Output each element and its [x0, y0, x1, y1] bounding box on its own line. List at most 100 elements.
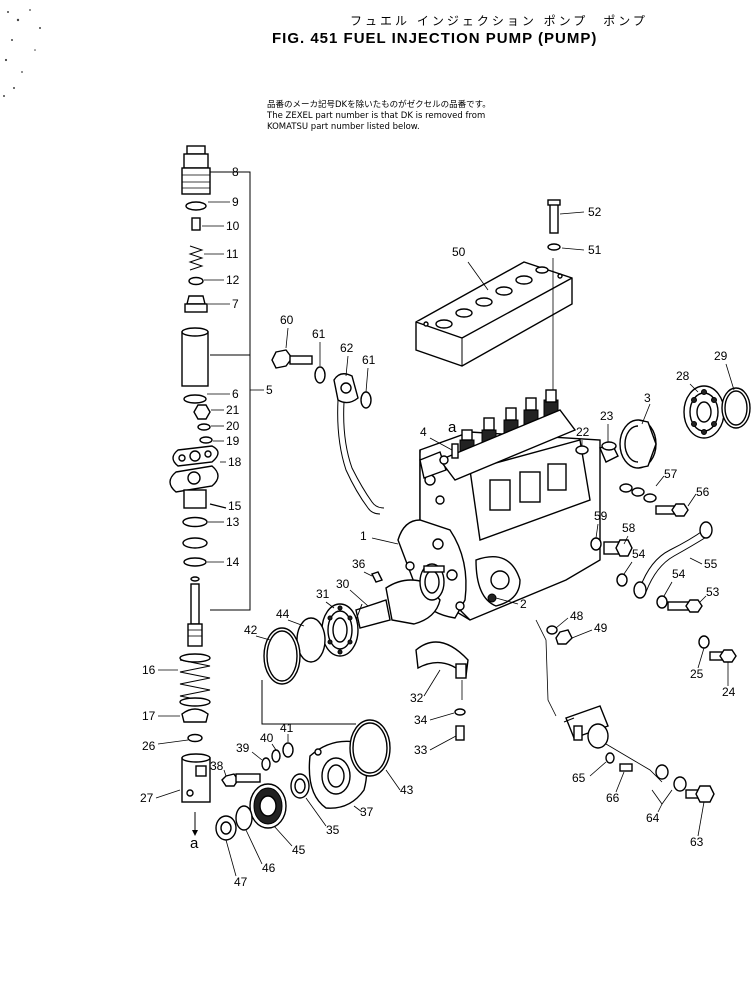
label-32: 32 [410, 691, 424, 705]
element-holders [438, 389, 577, 481]
label-53: 53 [706, 585, 720, 599]
label-37: 37 [360, 805, 374, 819]
note-line-1: The ZEXEL part number is that DK is remo… [267, 111, 486, 121]
washer-57b [631, 487, 645, 497]
label-39: 39 [236, 741, 250, 755]
label-36: 36 [352, 557, 366, 571]
callout-labels: 8 9 10 11 12 7 6 5 21 20 19 18 15 13 [140, 165, 736, 889]
label-13: 13 [226, 515, 240, 529]
washer-39 [261, 757, 271, 771]
ref-a-bottom: a [190, 835, 199, 852]
top-cover [415, 261, 573, 367]
washer-57c [643, 493, 657, 503]
figure-title: FIG. 451 FUEL INJECTION PUMP (PUMP) [272, 30, 598, 47]
label-33: 33 [414, 743, 428, 757]
label-54b: 54 [672, 567, 686, 581]
label-17: 17 [142, 709, 156, 723]
support-bracket [415, 641, 469, 679]
gear-washer [235, 805, 253, 831]
label-63: 63 [690, 835, 704, 849]
gasket-22 [575, 445, 589, 455]
label-18: 18 [228, 455, 242, 469]
label-57: 57 [664, 467, 678, 481]
label-23: 23 [600, 409, 614, 423]
ball-bearing [683, 385, 725, 439]
label-8: 8 [232, 165, 239, 179]
label-5: 5 [266, 383, 273, 397]
label-50: 50 [452, 245, 466, 259]
label-64: 64 [646, 811, 660, 825]
label-28: 28 [676, 369, 690, 383]
label-61b: 61 [362, 353, 376, 367]
label-61a: 61 [312, 327, 326, 341]
cover-bolt [547, 199, 561, 251]
label-6: 6 [232, 387, 239, 401]
label-31: 31 [316, 587, 330, 601]
note-line-2: KOMATSU part number listed below. [267, 122, 420, 132]
gear-nut [215, 815, 237, 841]
label-45: 45 [292, 843, 306, 857]
label-41: 41 [280, 721, 294, 735]
label-55: 55 [704, 557, 718, 571]
delivery-valve-stack [169, 145, 227, 647]
label-46: 46 [262, 861, 276, 875]
figure-title-japanese: フュエル インジェクション ポンプ ポンプ [350, 14, 648, 28]
tappet [181, 753, 211, 803]
shim [187, 733, 203, 743]
label-56: 56 [696, 485, 710, 499]
washer-41 [282, 742, 294, 758]
label-22: 22 [576, 425, 590, 439]
label-60: 60 [280, 313, 294, 327]
note-line-jp: 品番のメーカ記号DKを除いたものがゼクセルの品番です。 [267, 100, 491, 110]
washer-64b [673, 776, 687, 792]
washer-65 [605, 752, 615, 764]
label-7: 7 [232, 297, 239, 311]
label-48: 48 [570, 609, 584, 623]
label-20: 20 [226, 419, 240, 433]
washer-40 [271, 749, 281, 763]
woodruff-key [371, 571, 383, 583]
oil-inlet-fitting [271, 349, 385, 515]
label-62: 62 [340, 341, 354, 355]
cover-bolt-lower [221, 773, 261, 787]
washer-57a [619, 483, 633, 493]
label-11: 11 [226, 247, 239, 261]
governor-bracket [563, 705, 609, 749]
label-26: 26 [142, 739, 156, 753]
label-51: 51 [588, 243, 602, 257]
bolt-56 [655, 503, 689, 517]
scan-noise [3, 9, 41, 97]
nut-49 [555, 629, 573, 645]
plug [599, 441, 619, 463]
washer-25 [698, 635, 710, 649]
oil-pipe [633, 521, 713, 599]
pump-housing [397, 431, 601, 621]
label-3: 3 [644, 391, 651, 405]
washer-54b [656, 595, 668, 609]
label-59: 59 [594, 509, 608, 523]
label-49: 49 [594, 621, 608, 635]
label-9: 9 [232, 195, 239, 209]
taper-bearing [321, 603, 359, 657]
label-24: 24 [722, 685, 736, 699]
washer-48 [546, 625, 558, 635]
label-54a: 54 [632, 547, 646, 561]
label-27: 27 [140, 791, 154, 805]
label-4: 4 [420, 425, 427, 439]
label-43: 43 [400, 783, 414, 797]
label-29: 29 [714, 349, 728, 363]
label-10: 10 [226, 219, 240, 233]
washer-64a [655, 764, 669, 780]
washer-54a [616, 573, 628, 587]
label-25: 25 [690, 667, 704, 681]
bolt-24 [709, 649, 737, 663]
label-12: 12 [226, 273, 240, 287]
spring-seat [181, 708, 209, 723]
seal-ring [619, 419, 657, 469]
fitting-58 [603, 539, 633, 557]
label-65: 65 [572, 771, 586, 785]
label-30: 30 [336, 577, 350, 591]
bolt-33 [455, 725, 465, 741]
drive-gear [249, 783, 287, 829]
